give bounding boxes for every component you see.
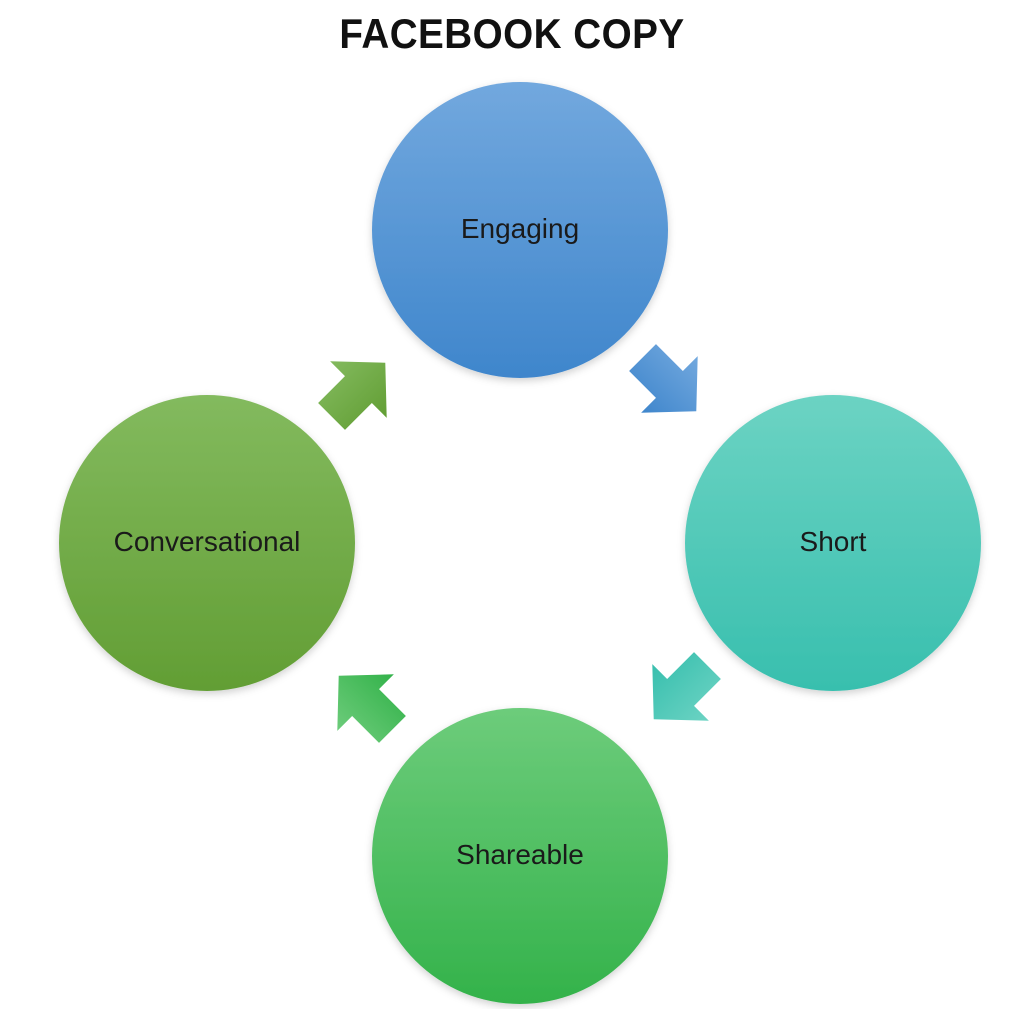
- node-conversational-label: Conversational: [114, 526, 301, 557]
- arrow-shareable-to-conversational: [310, 647, 421, 758]
- node-shareable-label: Shareable: [456, 839, 584, 870]
- node-conversational: [59, 395, 355, 691]
- node-engaging-circle: [372, 82, 668, 378]
- node-engaging: [372, 82, 668, 378]
- node-short-label: Short: [800, 526, 867, 557]
- node-engaging-label: Engaging: [461, 213, 579, 244]
- node-conversational-circle: [59, 395, 355, 691]
- page-title: FACEBOOK COPY: [339, 10, 685, 57]
- arrow-engaging-to-short: [614, 329, 725, 440]
- arrow-conversational-to-engaging: [303, 334, 414, 445]
- node-shareable-circle: [372, 708, 668, 1004]
- node-short: [685, 395, 981, 691]
- node-shareable: [372, 708, 668, 1004]
- node-short-circle: [685, 395, 981, 691]
- arrow-short-to-shareable: [625, 637, 736, 748]
